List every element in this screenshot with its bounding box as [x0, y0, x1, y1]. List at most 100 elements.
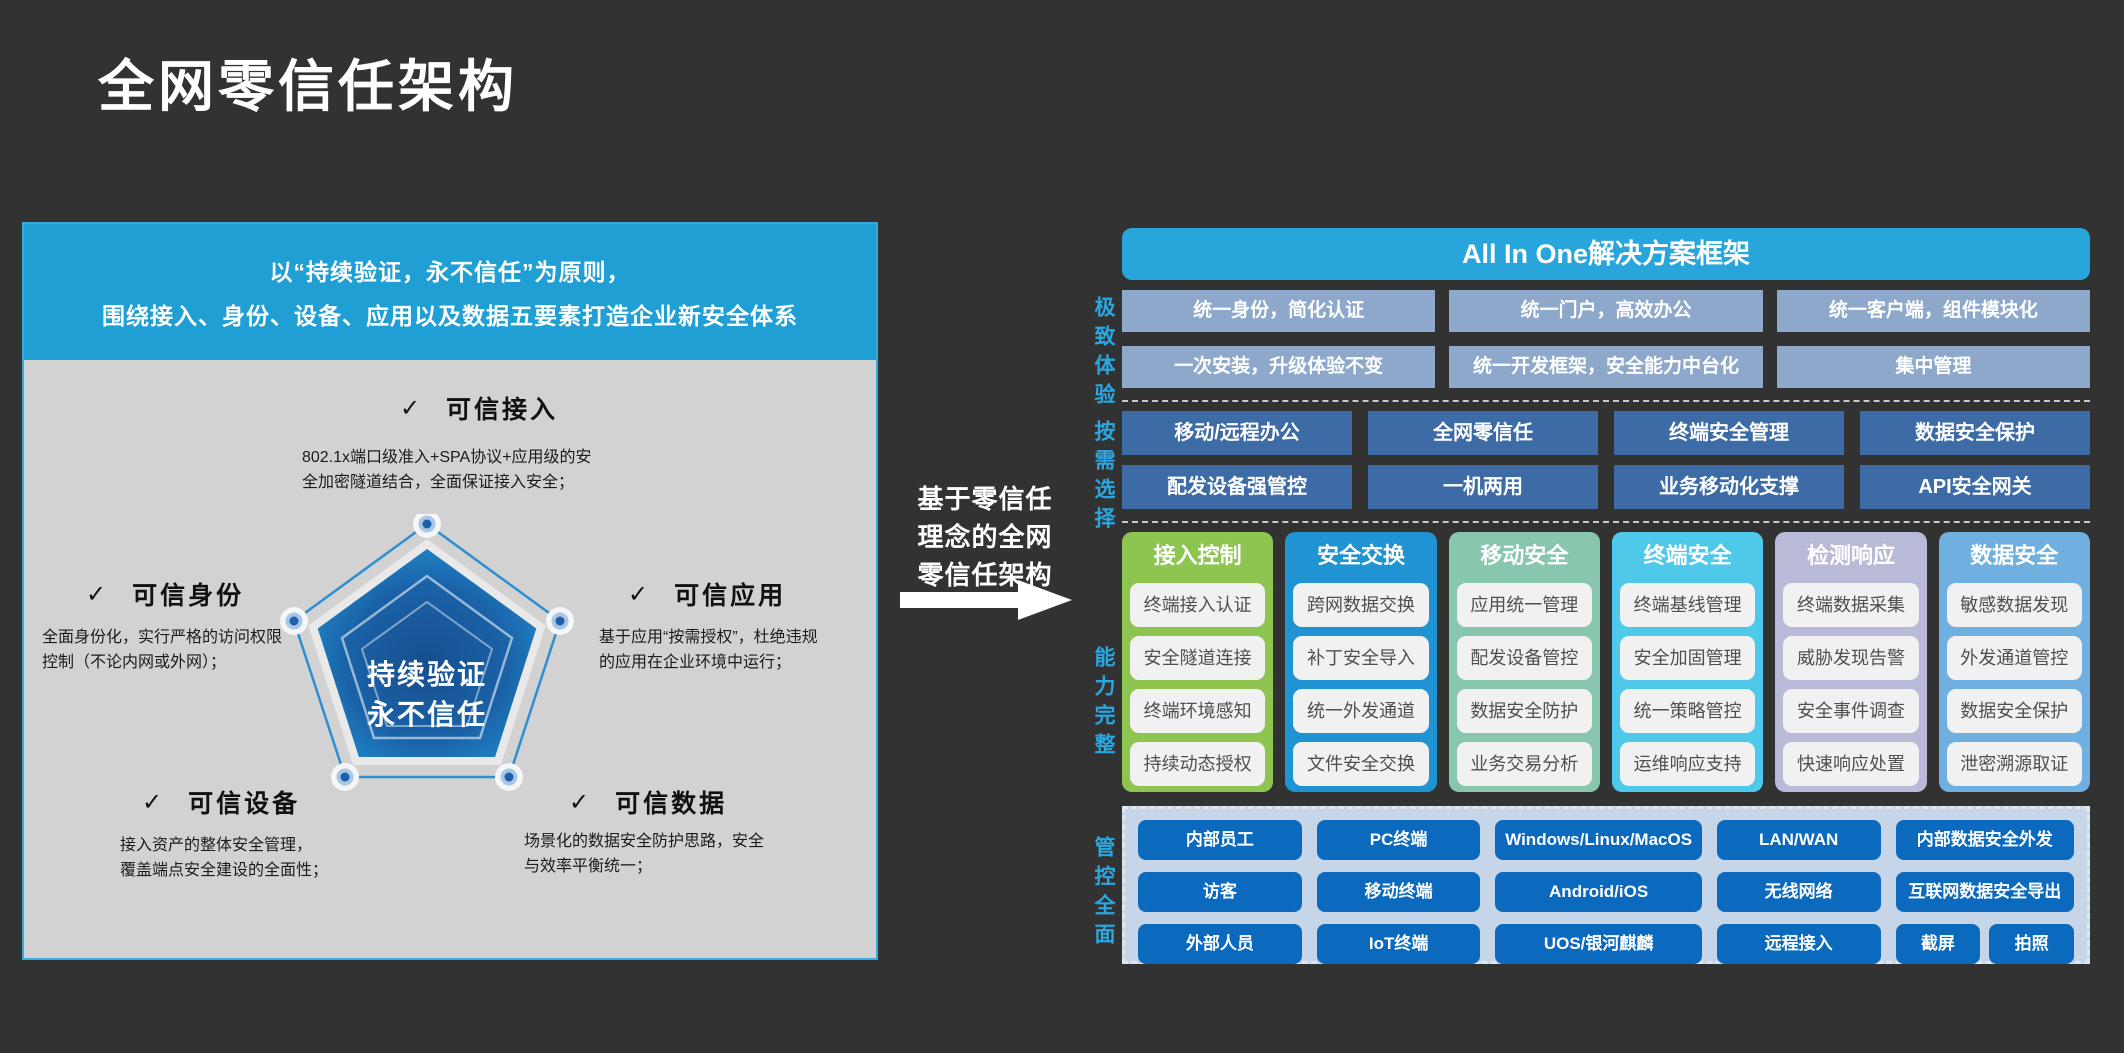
- control-row-1: 内部员工 PC终端 Windows/Linux/MacOS LAN/WAN 内部…: [1138, 820, 2074, 860]
- control-cell: 外部人员: [1138, 924, 1302, 964]
- check-icon: ✓: [628, 580, 649, 608]
- on-demand-box: 数据安全保护: [1860, 411, 2090, 455]
- control-cell: Android/iOS: [1495, 872, 1702, 912]
- trusted-device-desc: 接入资产的整体安全管理， 覆盖端点安全建设的全面性；: [120, 837, 329, 879]
- capability-item: 快速响应处置: [1783, 742, 1919, 786]
- on-demand-box: 终端安全管理: [1614, 411, 1844, 455]
- capability-item: 外发通道管控: [1946, 636, 2082, 680]
- trusted-data-desc: 场景化的数据安全防护思路，安全 与效率平衡统一；: [524, 833, 765, 875]
- capability-item: 终端环境感知: [1130, 689, 1266, 733]
- capability-item: 统一策略管控: [1619, 689, 1756, 733]
- capability-item: 泄密溯源取证: [1946, 742, 2082, 786]
- side-label-on-demand: 按需选择: [1092, 420, 1115, 536]
- capability-columns: 接入控制 终端接入认证 安全隧道连接 终端环境感知 持续动态授权 安全交换 跨网…: [1122, 532, 2090, 792]
- control-cell: 截屏: [1895, 924, 1981, 964]
- capability-item: 威胁发现告警: [1783, 636, 1919, 680]
- on-demand-box: 全网零信任: [1368, 411, 1598, 455]
- control-cell: Windows/Linux/MacOS: [1495, 820, 1702, 860]
- capability-item: 安全加固管理: [1619, 636, 1756, 680]
- on-demand-row-2: 配发设备强管控 一机两用 业务移动化支撑 API安全网关: [1122, 465, 2090, 509]
- trusted-access-item: ✓ 可信接入: [334, 390, 624, 426]
- principle-line-1: 以“持续验证，永不信任”为原则，: [269, 259, 631, 285]
- capability-item: 安全事件调查: [1783, 689, 1919, 733]
- experience-row-1: 统一身份，简化认证 统一门户，高效办公 统一客户端，组件模块化: [1122, 290, 2090, 332]
- side-label-control: 管控全面: [1092, 836, 1115, 952]
- trusted-device-label: 可信设备: [188, 790, 301, 818]
- capability-column-mobile-security: 移动安全 应用统一管理 配发设备管控 数据安全防护 业务交易分析: [1448, 532, 1600, 792]
- capability-item: 跨网数据交换: [1293, 583, 1429, 627]
- control-cell: 拍照: [1989, 924, 2074, 964]
- trusted-application-label: 可信应用: [674, 582, 787, 610]
- capability-item: 运维响应支持: [1619, 742, 1756, 786]
- control-cell-split: 截屏 拍照: [1895, 924, 2074, 964]
- control-row-3: 外部人员 IoT终端 UOS/银河麒麟 远程接入 截屏 拍照: [1138, 924, 2074, 964]
- experience-row-2: 一次安装，升级体验不变 统一开发框架，安全能力中台化 集中管理: [1122, 346, 2090, 388]
- on-demand-box: 移动/远程办公: [1122, 411, 1352, 455]
- capability-item: 应用统一管理: [1456, 583, 1592, 627]
- side-label-experience: 极致体验: [1092, 296, 1115, 412]
- capability-title: 移动安全: [1480, 543, 1569, 568]
- control-row-2: 访客 移动终端 Android/iOS 无线网络 互联网数据安全导出: [1138, 872, 2074, 912]
- capability-item: 补丁安全导入: [1293, 636, 1429, 680]
- experience-box: 集中管理: [1776, 346, 2090, 388]
- capability-item: 终端基线管理: [1619, 583, 1756, 627]
- capability-title: 数据安全: [1970, 543, 2059, 568]
- pentagon-center-line1: 持续验证: [367, 658, 487, 690]
- side-label-capability: 能力完整: [1092, 646, 1115, 762]
- zero-trust-principle-panel: 以“持续验证，永不信任”为原则， 围绕接入、身份、设备、应用以及数据五要素打造企…: [22, 222, 878, 960]
- check-icon: ✓: [142, 788, 163, 816]
- control-cell: UOS/银河麒麟: [1495, 924, 1702, 964]
- pentagon-vertex-dots: [280, 514, 574, 791]
- transition-caption: 基于零信任 理念的全网 零信任架构: [917, 484, 1053, 590]
- control-cell: 内部员工: [1138, 820, 1302, 860]
- capability-item: 配发设备管控: [1456, 636, 1592, 680]
- experience-box: 统一门户，高效办公: [1449, 290, 1763, 332]
- capability-item: 数据安全保护: [1946, 689, 2082, 733]
- control-cell: 互联网数据安全导出: [1895, 872, 2074, 912]
- trusted-data-label: 可信数据: [615, 790, 728, 818]
- on-demand-box: 业务移动化支撑: [1614, 465, 1844, 509]
- trusted-application-item: ✓ 可信应用: [628, 576, 786, 612]
- capability-title: 检测响应: [1806, 543, 1895, 568]
- capability-column-detection-response: 检测响应 终端数据采集 威胁发现告警 安全事件调查 快速响应处置: [1775, 532, 1927, 792]
- pentagon-ring-inner: [360, 600, 494, 727]
- zero-trust-pentagon-diagram: 持续验证 永不信任: [280, 514, 574, 791]
- experience-box: 统一客户端，组件模块化: [1776, 290, 2090, 332]
- framework-header: All In One解决方案框架: [1122, 228, 2090, 280]
- right-arrow-icon: [900, 580, 1072, 620]
- pentagon-fill: [308, 539, 546, 765]
- capability-column-endpoint-security: 终端安全 终端基线管理 安全加固管理 统一策略管控 运维响应支持: [1611, 532, 1764, 792]
- pentagon-ring-outer: [340, 574, 514, 740]
- control-cell: IoT终端: [1316, 924, 1481, 964]
- pentagon-outline: [292, 522, 562, 779]
- principle-line-2: 围绕接入、身份、设备、应用以及数据五要素打造企业新安全体系: [102, 303, 798, 329]
- trusted-identity-label: 可信身份: [132, 582, 245, 610]
- capability-title: 终端安全: [1643, 543, 1732, 568]
- page-title: 全网零信任架构: [98, 55, 518, 118]
- capability-item: 业务交易分析: [1456, 742, 1592, 786]
- capability-column-data-security: 数据安全 敏感数据发现 外发通道管控 数据安全保护 泄密溯源取证: [1938, 532, 2090, 792]
- check-icon: ✓: [569, 788, 590, 816]
- check-icon: ✓: [399, 394, 421, 422]
- capability-item: 安全隧道连接: [1130, 636, 1266, 680]
- control-scope-panel: 内部员工 PC终端 Windows/Linux/MacOS LAN/WAN 内部…: [1122, 806, 2090, 964]
- check-icon: ✓: [86, 580, 107, 608]
- trusted-access-desc: 802.1x端口级准入+SPA协议+应用级的安 全加密隧道结合，全面保证接入安全…: [302, 449, 592, 491]
- capability-item: 统一外发通道: [1293, 689, 1429, 733]
- capability-item: 持续动态授权: [1130, 742, 1266, 786]
- principle-header: 以“持续验证，永不信任”为原则， 围绕接入、身份、设备、应用以及数据五要素打造企…: [24, 224, 876, 360]
- capability-item: 敏感数据发现: [1946, 583, 2082, 627]
- control-cell: 远程接入: [1716, 924, 1881, 964]
- trusted-identity-item: ✓ 可信身份: [86, 576, 244, 612]
- capability-title: 接入控制: [1153, 543, 1242, 568]
- on-demand-box: 配发设备强管控: [1122, 465, 1352, 509]
- dashed-divider: [1122, 521, 2090, 523]
- on-demand-box: 一机两用: [1368, 465, 1598, 509]
- trusted-identity-desc: 全面身份化，实行严格的访问权限 控制（不论内网或外网）；: [42, 629, 283, 671]
- experience-box: 一次安装，升级体验不变: [1122, 346, 1436, 388]
- capability-item: 终端数据采集: [1783, 583, 1919, 627]
- on-demand-row-1: 移动/远程办公 全网零信任 终端安全管理 数据安全保护: [1122, 411, 2090, 455]
- capability-item: 文件安全交换: [1293, 742, 1429, 786]
- capability-item: 数据安全防护: [1456, 689, 1592, 733]
